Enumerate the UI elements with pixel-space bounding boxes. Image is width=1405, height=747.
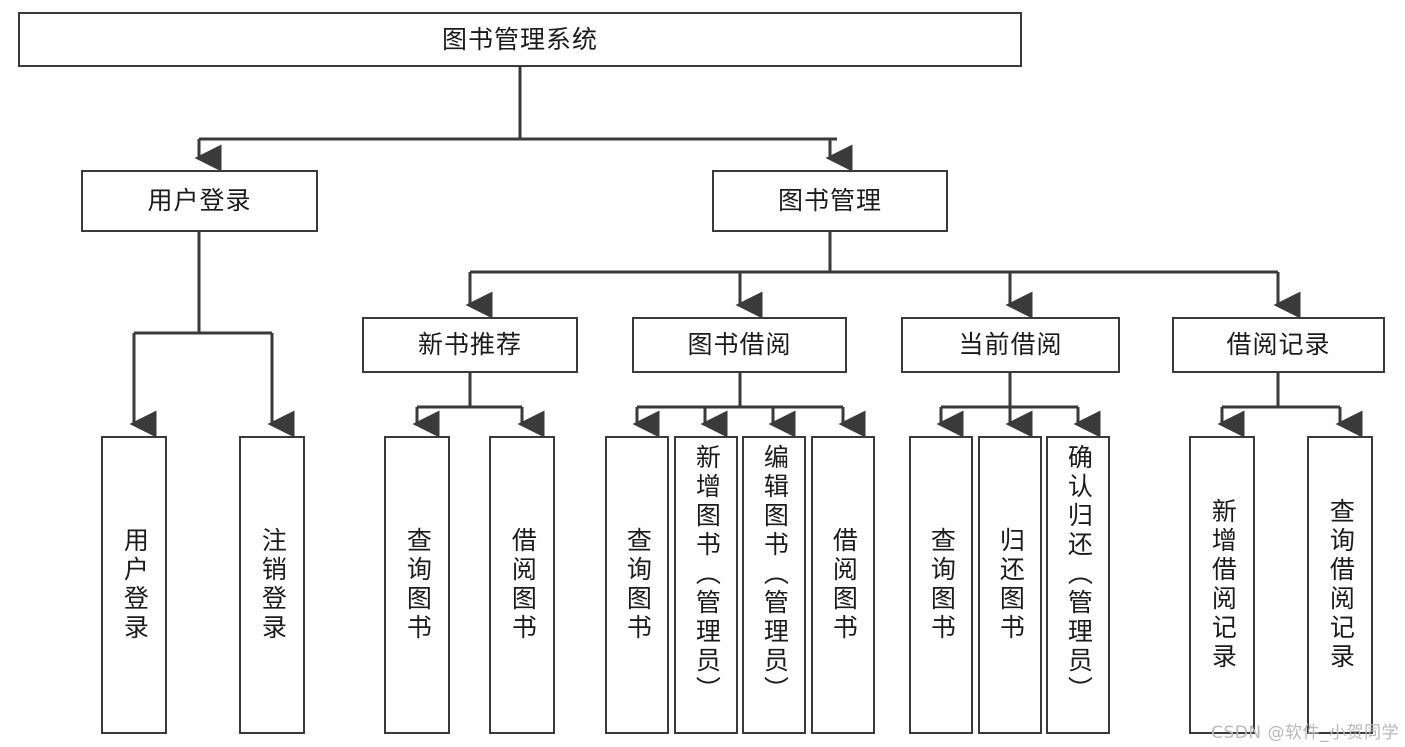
node-user-login[interactable]: 用户登录 bbox=[81, 170, 318, 232]
node-label: 新增借阅记录 bbox=[1208, 498, 1238, 672]
leaf-logout-login[interactable]: 注销登录 bbox=[239, 436, 305, 734]
node-label: 新书推荐 bbox=[417, 330, 522, 360]
leaf-query-book-recommend[interactable]: 查询图书 bbox=[384, 436, 450, 734]
node-label: 图书借阅 bbox=[687, 330, 792, 360]
leaf-user-login[interactable]: 用户登录 bbox=[101, 436, 167, 734]
node-label: 确认归还（管理员） bbox=[1064, 444, 1094, 705]
node-root-system[interactable]: 图书管理系统 bbox=[18, 12, 1022, 67]
node-label: 查询借阅记录 bbox=[1326, 498, 1356, 672]
leaf-query-borrow-record[interactable]: 查询借阅记录 bbox=[1307, 436, 1373, 734]
node-label: 图书管理系统 bbox=[441, 24, 598, 54]
node-label: 查询图书 bbox=[623, 527, 653, 643]
node-borrow-record[interactable]: 借阅记录 bbox=[1172, 317, 1385, 373]
node-label: 编辑图书（管理员） bbox=[760, 444, 790, 705]
node-label: 查询图书 bbox=[403, 527, 433, 643]
node-label: 借阅图书 bbox=[829, 527, 859, 643]
node-label: 用户登录 bbox=[120, 527, 150, 643]
node-label: 用户登录 bbox=[147, 186, 252, 216]
node-label: 借阅记录 bbox=[1226, 330, 1331, 360]
leaf-confirm-return-admin[interactable]: 确认归还（管理员） bbox=[1046, 436, 1110, 734]
leaf-query-book-borrow[interactable]: 查询图书 bbox=[605, 436, 669, 734]
node-label: 注销登录 bbox=[258, 527, 288, 643]
node-book-management[interactable]: 图书管理 bbox=[712, 170, 948, 232]
node-book-borrow[interactable]: 图书借阅 bbox=[632, 317, 847, 373]
leaf-borrow-book[interactable]: 借阅图书 bbox=[811, 436, 875, 734]
leaf-add-borrow-record[interactable]: 新增借阅记录 bbox=[1189, 436, 1255, 734]
node-label: 当前借阅 bbox=[958, 330, 1063, 360]
leaf-return-book[interactable]: 归还图书 bbox=[978, 436, 1042, 734]
csdn-watermark: CSDN @软件_小贺同学 bbox=[1211, 723, 1399, 743]
leaf-query-book-current[interactable]: 查询图书 bbox=[909, 436, 973, 734]
leaf-add-book-admin[interactable]: 新增图书（管理员） bbox=[674, 436, 738, 734]
leaf-edit-book-admin[interactable]: 编辑图书（管理员） bbox=[742, 436, 806, 734]
node-label: 新增图书（管理员） bbox=[692, 444, 722, 705]
node-new-book-recommend[interactable]: 新书推荐 bbox=[362, 317, 578, 373]
node-label: 图书管理 bbox=[777, 186, 882, 216]
node-current-borrow[interactable]: 当前借阅 bbox=[901, 317, 1120, 373]
node-label: 借阅图书 bbox=[508, 527, 538, 643]
node-label: 归还图书 bbox=[996, 527, 1026, 643]
leaf-borrow-book-recommend[interactable]: 借阅图书 bbox=[489, 436, 555, 734]
node-label: 查询图书 bbox=[927, 527, 957, 643]
